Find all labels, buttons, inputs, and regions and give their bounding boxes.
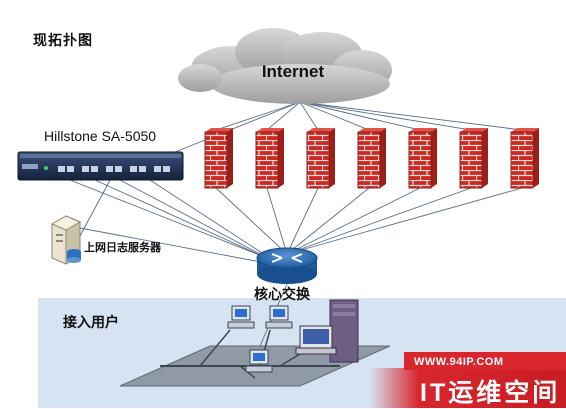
internet-label: Internet	[261, 62, 325, 81]
watermark-name: IT运维空间	[420, 379, 561, 407]
user-zone-label: 接入用户	[63, 314, 119, 330]
firewall-group	[204, 128, 539, 189]
firewall-icon	[204, 128, 233, 189]
core-switch-icon	[256, 247, 318, 284]
hillstone-device	[17, 151, 184, 181]
firewall-icon	[255, 128, 284, 189]
watermark-banner	[370, 352, 566, 408]
firewall-icon	[357, 128, 386, 189]
firewall-icon	[459, 128, 488, 189]
user-workstation	[295, 299, 359, 363]
firewall-icon	[408, 128, 437, 189]
user-pc-1	[227, 305, 255, 329]
log-server	[50, 215, 82, 265]
core-switch-label: 核心交换	[254, 286, 310, 302]
watermark-url: WWW.94IP.COM	[414, 356, 504, 368]
internet-cloud	[178, 28, 392, 104]
firewall-icon	[306, 128, 335, 189]
firewall-icon	[510, 128, 539, 189]
user-pc-2	[265, 305, 293, 329]
log-server-label: 上网日志服务器	[84, 242, 161, 254]
diagram-title: 现拓扑图	[33, 32, 93, 48]
device-label: Hillstone SA-5050	[44, 128, 157, 144]
user-pc-3	[245, 349, 273, 373]
